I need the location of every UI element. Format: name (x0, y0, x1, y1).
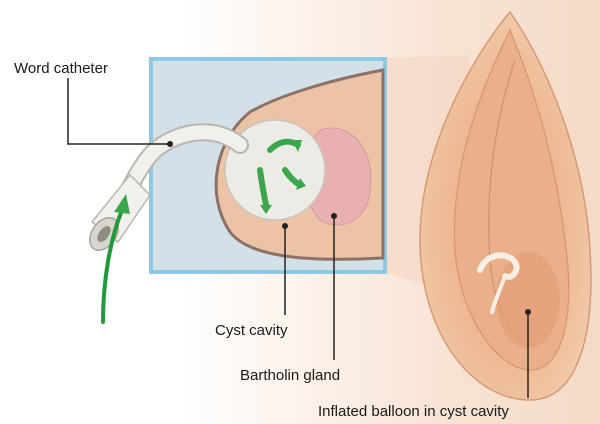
catheter-in-situ (477, 252, 520, 280)
catheter-leader-line (67, 78, 170, 145)
inset-closeup (149, 57, 387, 274)
label-inflated-balloon: Inflated balloon in cyst cavity (318, 403, 509, 420)
label-cyst-cavity: Cyst cavity (215, 322, 288, 339)
insertion-arrow-icon (101, 194, 130, 324)
vulva-illustration (419, 10, 592, 401)
label-bartholin-gland: Bartholin gland (240, 367, 340, 384)
label-word-catheter: Word catheter (14, 60, 108, 77)
